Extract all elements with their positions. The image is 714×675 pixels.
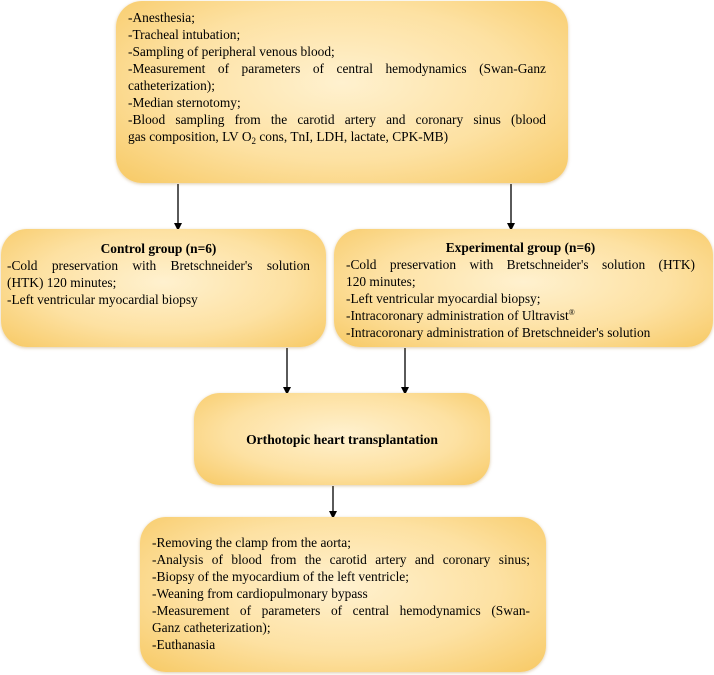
step-blood-sampling-cont: gas composition, LV O2 cons, TnI, LDH, l… xyxy=(128,128,546,146)
transplantation-title: Orthotopic heart transplantation xyxy=(246,431,438,447)
experimental-step-cold-preservation: -Cold preservation with Bretschneider's … xyxy=(346,257,695,272)
step-hemodynamics-measurement-post-cont: Ganz catheterization); xyxy=(152,620,271,635)
ultravist-text: -Intracoronary administration of Ultravi… xyxy=(346,308,569,323)
step-myocardium-biopsy: -Biopsy of the myocardium of the left ve… xyxy=(152,569,409,584)
experimental-step-biopsy: -Left ventricular myocardial biopsy; xyxy=(346,291,541,306)
preparation-steps-box: -Anesthesia; -Tracheal intubation; -Samp… xyxy=(116,1,568,183)
registered-mark: ® xyxy=(568,308,575,317)
blood-sampling-text-b: cons, TnI, LDH, lactate, CPK-MB) xyxy=(256,129,449,144)
step-hemodynamics-measurement-cont: catheterization); xyxy=(128,78,215,93)
experimental-step-cold-preservation-cont: 120 minutes; xyxy=(346,274,416,289)
step-anesthesia: -Anesthesia; xyxy=(128,10,195,25)
step-weaning-bypass: -Weaning from cardiopulmonary bypass xyxy=(152,586,368,601)
control-group-title: Control group (n=6) xyxy=(100,241,217,256)
control-step-cold-preservation: -Cold preservation with Bretschneider's … xyxy=(7,258,310,273)
experimental-step-bretschneider: -Intracoronary administration of Bretsch… xyxy=(346,325,651,340)
step-hemodynamics-measurement: -Measurement of parameters of central he… xyxy=(128,61,546,76)
step-blood-analysis: -Analysis of blood from the carotid arte… xyxy=(152,552,530,567)
step-tracheal-intubation: -Tracheal intubation; xyxy=(128,27,241,42)
step-venous-blood-sampling: -Sampling of peripheral venous blood; xyxy=(128,44,335,59)
experimental-step-ultravist: -Intracoronary administration of Ultravi… xyxy=(346,307,695,324)
experimental-group-title: Experimental group (n=6) xyxy=(445,240,596,255)
step-euthanasia: -Euthanasia xyxy=(152,637,216,652)
step-hemodynamics-measurement-post: -Measurement of parameters of central he… xyxy=(152,603,530,618)
control-step-cold-preservation-cont: (HTK) 120 minutes; xyxy=(7,275,117,290)
transplantation-box: Orthotopic heart transplantation xyxy=(194,393,490,485)
step-remove-clamp: -Removing the clamp from the aorta; xyxy=(152,535,351,550)
control-group-box: Control group (n=6) -Cold preservation w… xyxy=(1,229,326,347)
control-step-biopsy: -Left ventricular myocardial biopsy xyxy=(7,292,198,307)
step-blood-sampling: -Blood sampling from the carotid artery … xyxy=(128,112,546,127)
step-median-sternotomy: -Median sternotomy; xyxy=(128,95,241,110)
experimental-group-box: Experimental group (n=6) -Cold preservat… xyxy=(334,229,713,347)
post-transplant-steps-box: -Removing the clamp from the aorta; -Ana… xyxy=(140,517,546,672)
blood-sampling-text-a: gas composition, LV O xyxy=(128,129,252,144)
o2-subscript: 2 xyxy=(251,136,257,146)
